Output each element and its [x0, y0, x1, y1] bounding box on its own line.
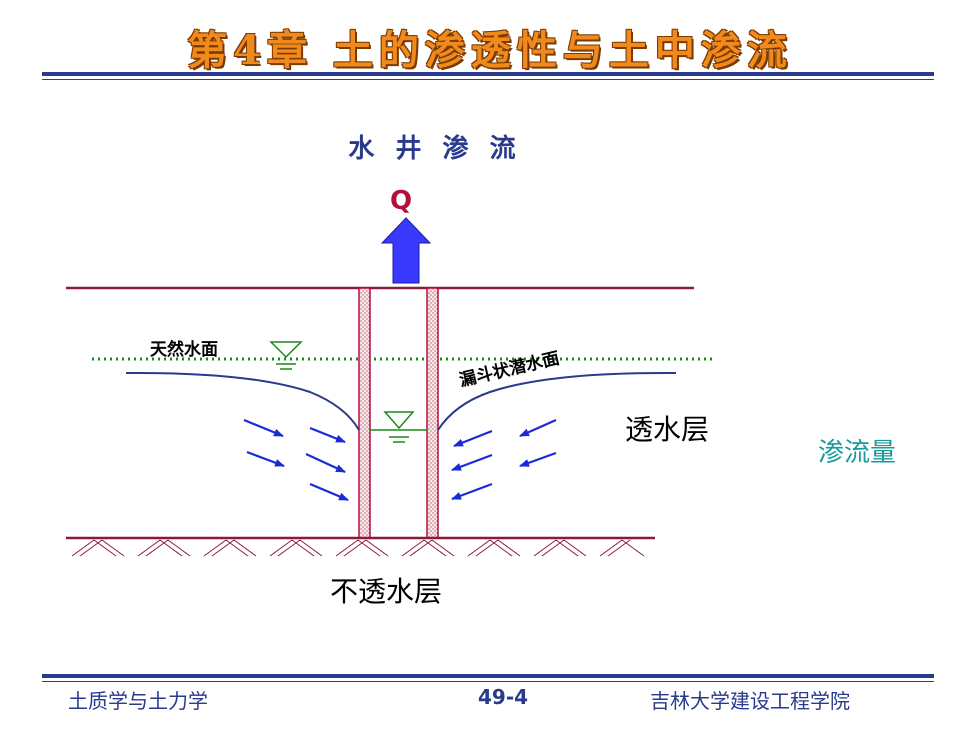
header-rule-thin: [42, 79, 934, 80]
header-rule-thick: [42, 72, 934, 76]
footer-rule-thin: [42, 681, 934, 682]
chapter-title: 第4章 土的渗透性与土中渗流: [187, 27, 793, 74]
footer-course: 土质学与土力学: [68, 689, 208, 713]
impermeable-layer-label: 不透水层: [330, 575, 443, 608]
footer-page-number: 49-4: [478, 685, 529, 709]
seepage-quantity-link[interactable]: 渗流量: [818, 438, 897, 468]
permeable-layer-label: 透水层: [625, 413, 710, 446]
well-water-level-symbol-icon: [370, 411, 427, 443]
drawdown-curve-right: [437, 371, 677, 431]
impermeable-hatching: [71, 539, 645, 557]
natural-water-surface-label: 天然水面: [150, 340, 218, 360]
discharge-label: Q: [390, 186, 413, 216]
water-level-symbol-icon: [269, 341, 303, 370]
discharge-arrow-icon: [380, 217, 432, 284]
flow-arrows-right: [451, 418, 557, 501]
footer-institution: 吉林大学建设工程学院: [650, 689, 850, 713]
well-wall-right: [426, 287, 439, 539]
slide-title: 水 井 渗 流: [348, 134, 522, 164]
drawdown-curve-left: [125, 371, 360, 431]
footer-rule-thick: [42, 674, 934, 678]
well-wall-left: [358, 287, 371, 539]
flow-arrows-left: [243, 418, 349, 502]
